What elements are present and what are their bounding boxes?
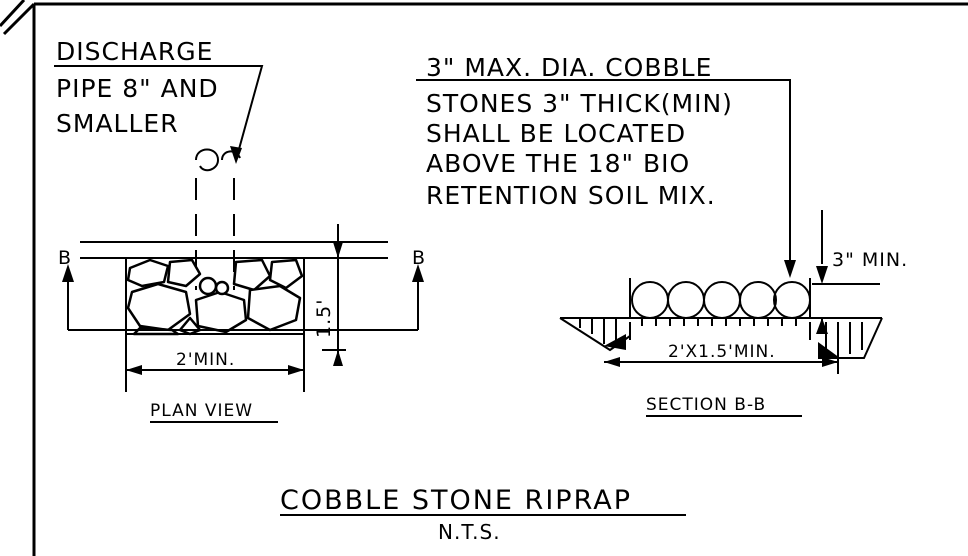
cobble-callout-line-2: STONES 3" THICK(MIN) — [426, 89, 733, 118]
title-block: COBBLE STONE RIPRAP N.T.S. — [280, 485, 686, 544]
plan-dim-width: 2'MIN. — [176, 350, 235, 370]
discharge-callout-line-2: PIPE 8" AND — [56, 74, 219, 103]
plan-dim-depth: 1.5' — [313, 299, 335, 338]
section-dim-size: 2'X1.5'MIN. — [668, 342, 776, 362]
cobble-callout-line-4: ABOVE THE 18" BIO — [426, 149, 690, 178]
section-view-label: SECTION B-B — [646, 395, 766, 415]
cobble-leader-line — [416, 79, 791, 268]
discharge-leader-line — [54, 65, 264, 161]
cobble-callout-line-5: RETENTION SOIL MIX. — [426, 181, 716, 210]
plan-section-mark-right: B — [412, 247, 426, 269]
section-dim-thickness: 3" MIN. — [832, 249, 908, 271]
discharge-pipe-callout: DISCHARGE PIPE 8" AND SMALLER — [54, 37, 264, 164]
discharge-leader-arrowhead — [230, 146, 242, 164]
cobble-leader-arrowhead — [784, 260, 796, 278]
plan-view-label: PLAN VIEW — [150, 401, 253, 421]
cobble-callout-line-1: 3" MAX. DIA. COBBLE — [426, 53, 712, 82]
cobble-callout: 3" MAX. DIA. COBBLE STONES 3" THICK(MIN)… — [416, 53, 796, 278]
plan-view: B B 1.5' 2'MIN. PLAN VIEW — [58, 224, 426, 423]
discharge-pipe — [195, 148, 241, 290]
plan-section-mark-left: B — [58, 247, 72, 269]
discharge-callout-line-3: SMALLER — [56, 109, 179, 138]
drawing-title: COBBLE STONE RIPRAP — [280, 485, 632, 516]
section-hatching — [579, 318, 863, 358]
section-view: 3" MIN. 2'X1.5'MIN. SECTION B-B — [559, 210, 908, 417]
plan-view-stones — [126, 258, 304, 336]
section-cobbles — [631, 281, 811, 319]
discharge-callout-line-1: DISCHARGE — [56, 37, 213, 66]
drawing-scale: N.T.S. — [438, 520, 501, 544]
cobble-callout-line-3: SHALL BE LOCATED — [426, 119, 686, 148]
